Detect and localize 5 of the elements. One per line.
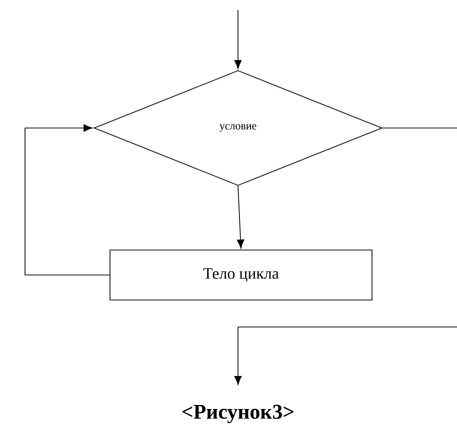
- arrow: [234, 10, 242, 69]
- arrow: [236, 185, 244, 248]
- arrow: [24, 124, 110, 276]
- process-box: Тело цикла: [110, 250, 372, 300]
- caption: <Рисунок3>: [182, 404, 294, 424]
